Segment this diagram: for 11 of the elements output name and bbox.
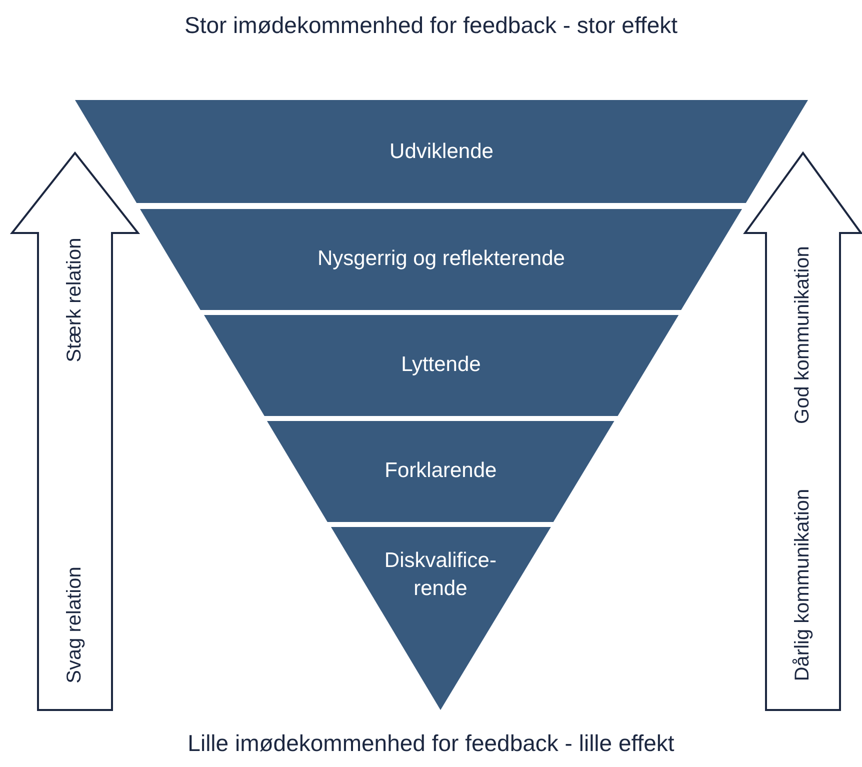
band-label: Forklarende <box>384 458 498 484</box>
band-label: Nysgerrig og reflekterende <box>316 246 566 272</box>
caption: Lille imødekommenhed for feedback - lille effekt <box>186 730 676 757</box>
arrow-label: God kommunikation <box>792 246 814 424</box>
title: Stor imødekommenhed for feedback - stor effekt <box>183 12 679 39</box>
band-label: Lyttende <box>400 352 482 378</box>
band-label: Udviklende <box>388 139 494 165</box>
arrow-label: Svag relation <box>64 566 86 684</box>
arrow-label: Dårlig kommunikation <box>792 488 814 682</box>
arrow-label: Stærk relation <box>64 238 86 362</box>
band-label: Diskvalifice- rende <box>383 548 498 602</box>
